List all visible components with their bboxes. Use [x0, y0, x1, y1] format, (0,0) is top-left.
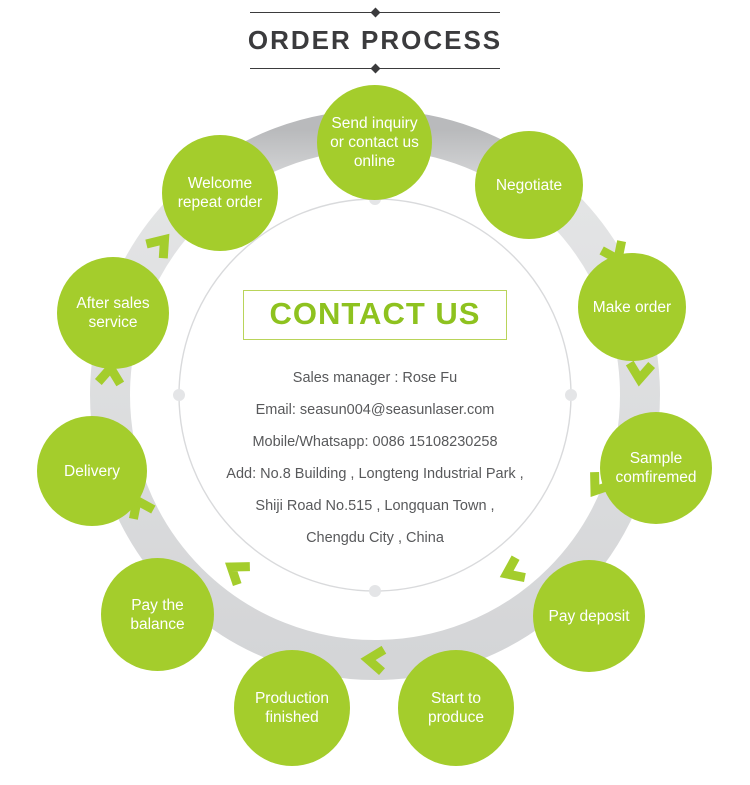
process-step-label: Pay deposit — [548, 607, 630, 625]
process-step-welcome-repeat-order[interactable]: Welcome repeat order — [162, 135, 278, 251]
header-diamond-top-icon — [370, 7, 381, 18]
process-step-pay-deposit[interactable]: Pay deposit — [533, 560, 645, 672]
page-header: ORDER PROCESS — [0, 0, 750, 80]
process-step-label: Make order — [592, 298, 672, 316]
contact-sales-manager: Sales manager : Rose Fu — [292, 370, 458, 386]
order-process-diagram: Send inquiry or contact us online Negoti… — [0, 75, 750, 785]
process-step-negotiate[interactable]: Negotiate — [475, 131, 583, 239]
process-step-sample-confirmed[interactable]: Sample comfiremed — [600, 412, 712, 524]
process-step-label: Start to — [431, 690, 481, 707]
process-step-label: produce — [427, 709, 484, 726]
process-step-production-finished[interactable]: Production finished — [234, 650, 350, 766]
process-step-label: Sample — [629, 450, 683, 467]
header-diamond-bottom-icon — [370, 63, 381, 74]
process-step-label: Welcome — [187, 175, 253, 192]
process-step-label: balance — [130, 615, 185, 633]
inner-dot-left — [173, 389, 185, 401]
process-step-label: Pay the — [131, 596, 184, 614]
contact-us-title: CONTACT US — [269, 296, 481, 331]
page-title: ORDER PROCESS — [247, 25, 503, 55]
inner-dot-bottom — [369, 585, 381, 597]
flow-chevron-7 — [225, 562, 250, 587]
flow-chevron-6 — [360, 645, 387, 676]
process-step-label: Production — [254, 690, 330, 707]
process-step-send-inquiry[interactable]: Send inquiry or contact us online — [317, 85, 432, 200]
process-step-start-to-produce[interactable]: Start to produce — [398, 650, 514, 766]
process-step-label: service — [88, 314, 138, 331]
contact-us-title-box: CONTACT US — [242, 290, 508, 340]
contact-address-line-1: Add: No.8 Building , Longteng Industrial… — [226, 466, 524, 482]
flow-chevron-10 — [145, 233, 170, 259]
flow-chevron-3 — [625, 360, 656, 387]
process-step-label: Send inquiry — [331, 115, 418, 132]
contact-address-line-2: Shiji Road No.515 , Longquan Town , — [255, 498, 495, 514]
process-step-label: comfiremed — [615, 469, 697, 486]
process-step-delivery[interactable]: Delivery — [37, 416, 147, 526]
process-step-label: Negotiate — [495, 176, 563, 194]
process-step-label: Delivery — [64, 462, 120, 480]
process-step-after-sales-service[interactable]: After sales service — [57, 257, 169, 369]
contact-email[interactable]: Email: seasun004@seasunlaser.com — [255, 402, 495, 418]
contact-address-line-3: Chengdu City , China — [306, 530, 444, 546]
process-step-make-order[interactable]: Make order — [578, 253, 686, 361]
process-step-label: finished — [265, 709, 319, 726]
process-step-label: repeat order — [177, 194, 263, 211]
inner-dot-right — [565, 389, 577, 401]
process-step-label: or contact us — [330, 134, 419, 151]
process-step-label: online — [353, 153, 396, 170]
process-step-pay-the-balance[interactable]: Pay the balance — [101, 558, 214, 671]
contact-mobile-whatsapp: Mobile/Whatsapp: 0086 15108230258 — [252, 434, 498, 450]
process-step-label: After sales — [76, 295, 150, 312]
flow-chevron-5 — [499, 555, 526, 583]
contact-us-panel: CONTACT US Sales manager : Rose Fu Email… — [160, 290, 590, 554]
